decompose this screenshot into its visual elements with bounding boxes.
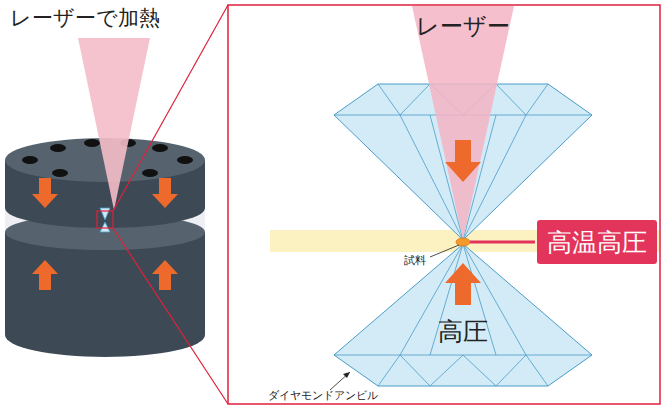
result-box: 高温高圧 <box>537 220 657 264</box>
press-assembly <box>5 5 228 404</box>
anvil-label: ダイヤモンドアンビル <box>268 389 378 401</box>
zoom-view <box>228 5 660 404</box>
sample-label: 試料 <box>404 254 426 266</box>
laser-heating-label: レーザーで加熱 <box>10 6 160 29</box>
box-text: 高温高圧 <box>547 227 647 257</box>
laser-label: レーザー <box>416 14 510 39</box>
pressure-label: 高圧 <box>438 318 488 346</box>
